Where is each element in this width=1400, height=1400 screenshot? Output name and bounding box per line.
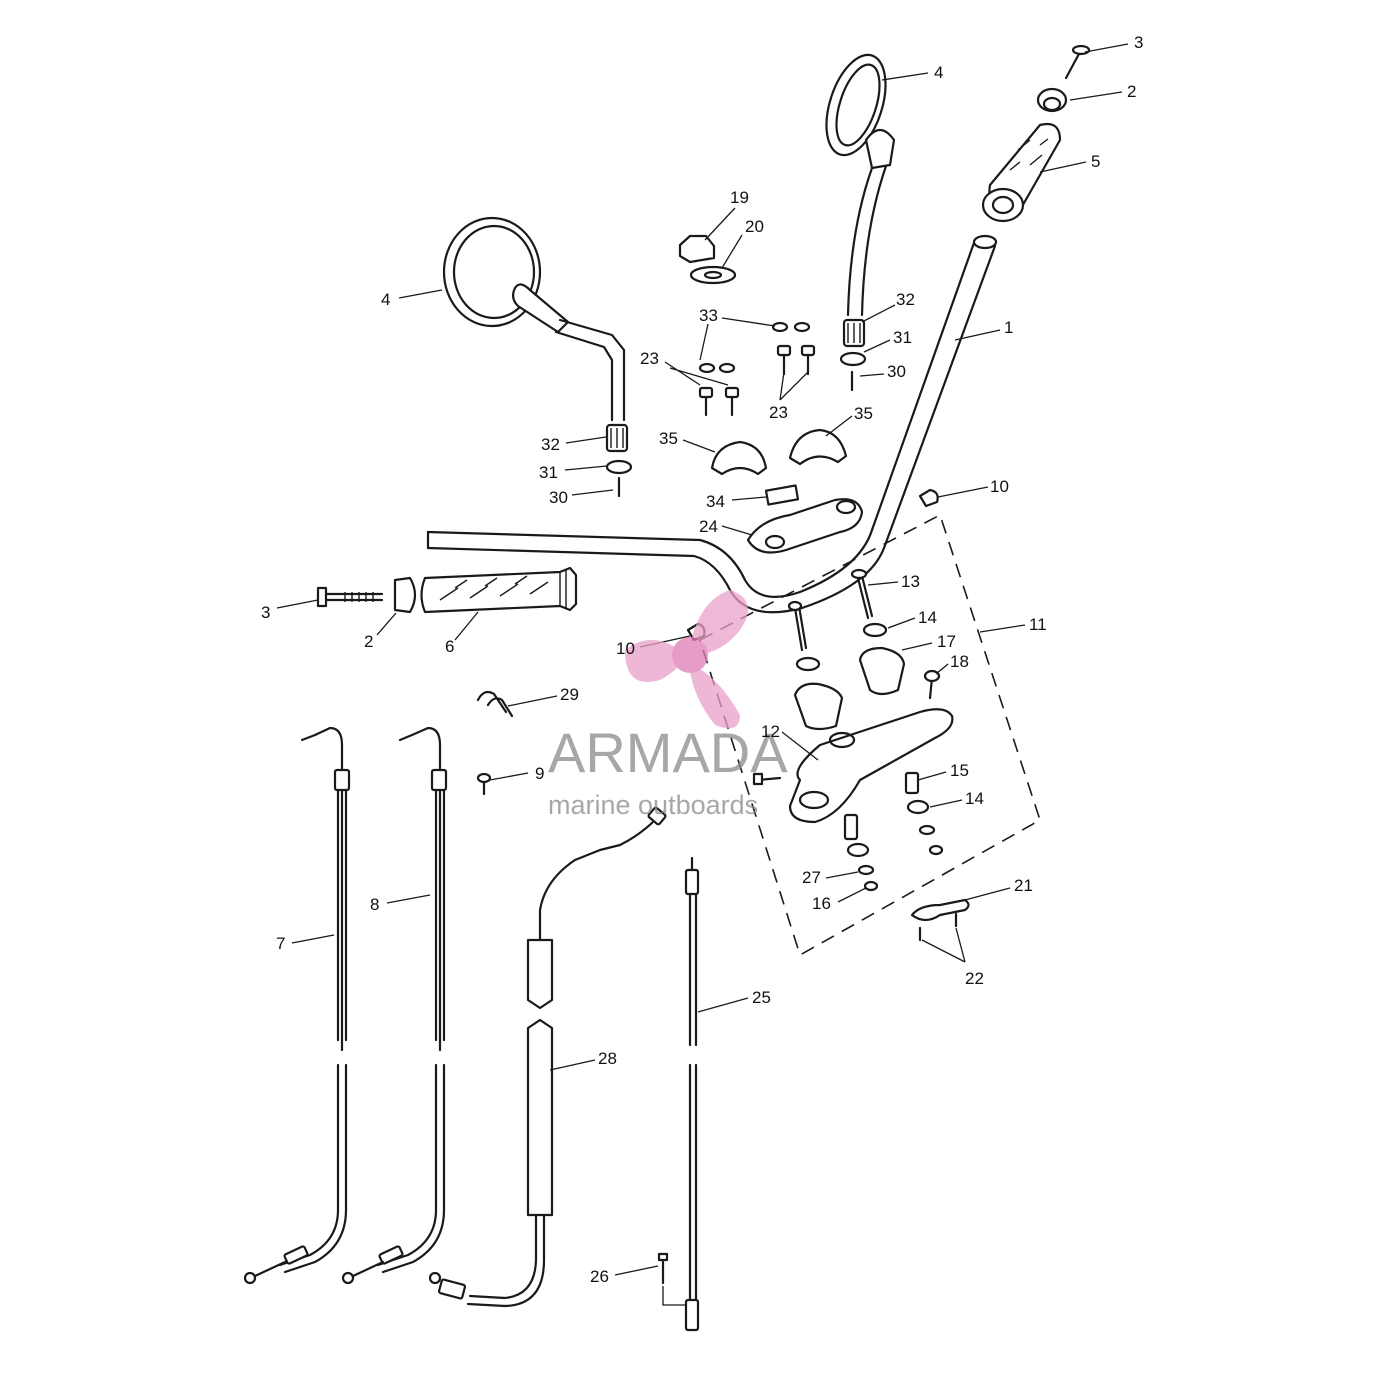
callout-9: 9 <box>535 764 544 783</box>
callout-21: 21 <box>1014 876 1033 895</box>
upper-clamps <box>710 428 848 476</box>
callout-30: 30 <box>887 362 906 381</box>
callout-28: 28 <box>598 1049 617 1068</box>
right-mirror <box>825 53 896 317</box>
callout-23: 23 <box>640 349 659 368</box>
callout-23: 23 <box>769 403 788 422</box>
screw-9 <box>476 772 492 796</box>
callout-18: 18 <box>950 652 969 671</box>
plate-21 <box>910 898 970 942</box>
top-nut <box>678 234 737 285</box>
screw-left <box>316 586 384 608</box>
callout-30: 30 <box>549 488 568 507</box>
propeller-hub <box>672 637 708 673</box>
callout-14: 14 <box>918 608 937 627</box>
propeller-blade-left <box>625 640 684 682</box>
propeller-blade-top <box>690 590 748 655</box>
callout-35: 35 <box>854 404 873 423</box>
throttle-cable-8 <box>341 726 448 1285</box>
stem-assembly-box <box>699 513 1041 957</box>
callout-31: 31 <box>539 463 558 482</box>
callout-4: 4 <box>934 63 943 82</box>
callout-19: 19 <box>730 188 749 207</box>
callout-2: 2 <box>1127 82 1136 101</box>
callout-8: 8 <box>370 895 379 914</box>
clamp-bolts <box>698 321 816 417</box>
callout-34: 34 <box>706 492 725 511</box>
callout-24: 24 <box>699 517 718 536</box>
callout-3: 3 <box>1134 33 1143 52</box>
callout-22: 22 <box>965 969 984 988</box>
callout-15: 15 <box>950 761 969 780</box>
screw-right <box>1064 44 1091 80</box>
callout-6: 6 <box>445 637 454 656</box>
left-mirror <box>442 216 626 422</box>
callout-31: 31 <box>893 328 912 347</box>
callout-10: 10 <box>990 477 1009 496</box>
right-grip <box>981 122 1062 223</box>
callout-4: 4 <box>381 290 390 309</box>
callout-32: 32 <box>541 435 560 454</box>
leader-lines <box>276 43 1129 1306</box>
cable-clamp-29 <box>476 690 514 718</box>
watermark-brand: ARMADA <box>548 721 788 784</box>
speedometer-cable-25 <box>684 856 700 1332</box>
callout-10: 10 <box>616 639 635 658</box>
clutch-cable-28 <box>428 806 667 1308</box>
tape-34 <box>764 484 800 506</box>
callout-26: 26 <box>590 1267 609 1286</box>
callout-20: 20 <box>745 217 764 236</box>
stem-assembly <box>686 488 954 892</box>
callout-labels: 3 2 4 5 19 20 4 32 1 33 31 23 30 23 35 3… <box>261 33 1143 1286</box>
callout-17: 17 <box>937 632 956 651</box>
callout-32: 32 <box>896 290 915 309</box>
watermark-tagline: marine outboards <box>548 790 758 820</box>
mirror-adapter-right <box>839 318 867 392</box>
end-cap-right <box>1036 87 1068 113</box>
callout-1: 1 <box>1004 318 1013 337</box>
end-cap-left <box>393 576 417 614</box>
callout-11: 11 <box>1029 615 1047 634</box>
callout-7: 7 <box>276 934 285 953</box>
callout-16: 16 <box>812 894 831 913</box>
callout-5: 5 <box>1091 152 1100 171</box>
mirror-adapter-left <box>605 423 633 498</box>
callout-35: 35 <box>659 429 678 448</box>
callout-2: 2 <box>364 632 373 651</box>
callout-14: 14 <box>965 789 984 808</box>
callout-25: 25 <box>752 988 771 1007</box>
callout-13: 13 <box>901 572 920 591</box>
left-grip <box>420 566 578 614</box>
screw-26 <box>657 1252 669 1285</box>
watermark-logo: ARMADA marine outboards <box>548 590 788 820</box>
callout-12: 12 <box>761 722 780 741</box>
propeller-blade-bottom <box>690 668 740 729</box>
throttle-cable-7 <box>243 726 351 1285</box>
handlebar-holder <box>746 498 864 554</box>
callout-3: 3 <box>261 603 270 622</box>
callout-29: 29 <box>560 685 579 704</box>
callout-27: 27 <box>802 868 821 887</box>
callout-33: 33 <box>699 306 718 325</box>
